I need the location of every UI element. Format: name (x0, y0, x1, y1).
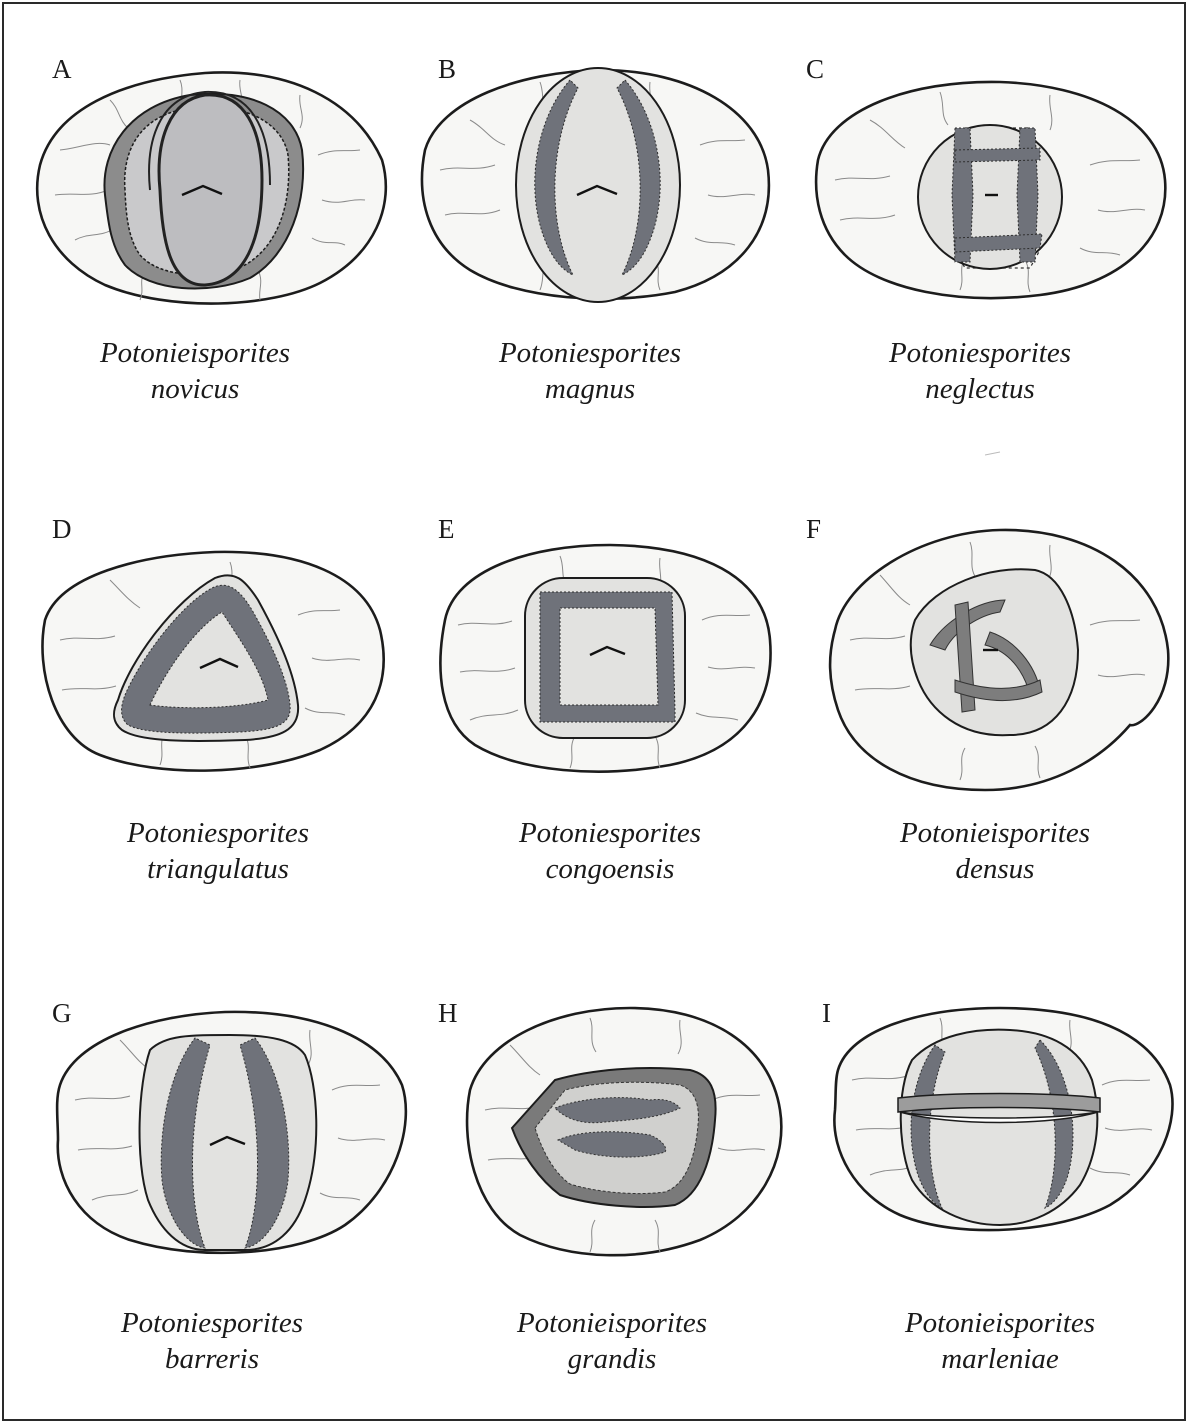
caption-species: barreris (165, 1343, 259, 1375)
caption-genus: Potonieisporites (899, 817, 1090, 849)
panel-letter-d: D (52, 514, 72, 544)
panel-letter-g: G (52, 998, 72, 1028)
stray-mark (985, 452, 1000, 455)
panel-letter-b: B (438, 54, 456, 84)
caption-genus: Potoniesporites (126, 817, 309, 849)
panel-g: G Potoniesporites barreris (52, 998, 406, 1375)
caption-species: novicus (151, 373, 240, 405)
panel-c: C Potoniesporites neglectus (806, 54, 1165, 455)
panel-d: D Potoniesporites triangulatus (42, 514, 383, 885)
panel-a: A Potonieisporites novicus (37, 54, 386, 405)
caption-genus: Potonieisporites (99, 337, 290, 369)
caption-genus: Potoniesporites (498, 337, 681, 369)
caption-genus: Potonieisporites (904, 1307, 1095, 1339)
caption-species: densus (956, 853, 1035, 885)
panel-letter-h: H (438, 998, 458, 1028)
panel-letter-f: F (806, 514, 821, 544)
caption-species: neglectus (925, 373, 1035, 405)
caption-species: grandis (568, 1343, 657, 1375)
panel-letter-i: I (822, 998, 831, 1028)
panel-b: B Potoniesporites magnus (422, 54, 769, 405)
caption-species: congoensis (546, 853, 675, 885)
fold-band-top (955, 148, 1040, 162)
caption-genus: Potoniesporites (888, 337, 1071, 369)
panel-e: E Potoniesporites congoensis (438, 514, 771, 885)
caption-genus: Potonieisporites (516, 1307, 707, 1339)
panel-f: F Potonieisporites densus (806, 514, 1168, 885)
caption-genus: Potoniesporites (120, 1307, 303, 1339)
caption-genus: Potoniesporites (518, 817, 701, 849)
panel-h: H Potonieisporites grandis (438, 998, 781, 1375)
panel-letter-a: A (52, 54, 72, 84)
caption-species: marleniae (941, 1343, 1059, 1375)
panel-i: I Potonieisporites marleniae (822, 998, 1173, 1375)
panel-letter-e: E (438, 514, 455, 544)
panel-letter-c: C (806, 54, 824, 84)
caption-species: triangulatus (147, 853, 289, 885)
caption-species: magnus (545, 373, 635, 405)
